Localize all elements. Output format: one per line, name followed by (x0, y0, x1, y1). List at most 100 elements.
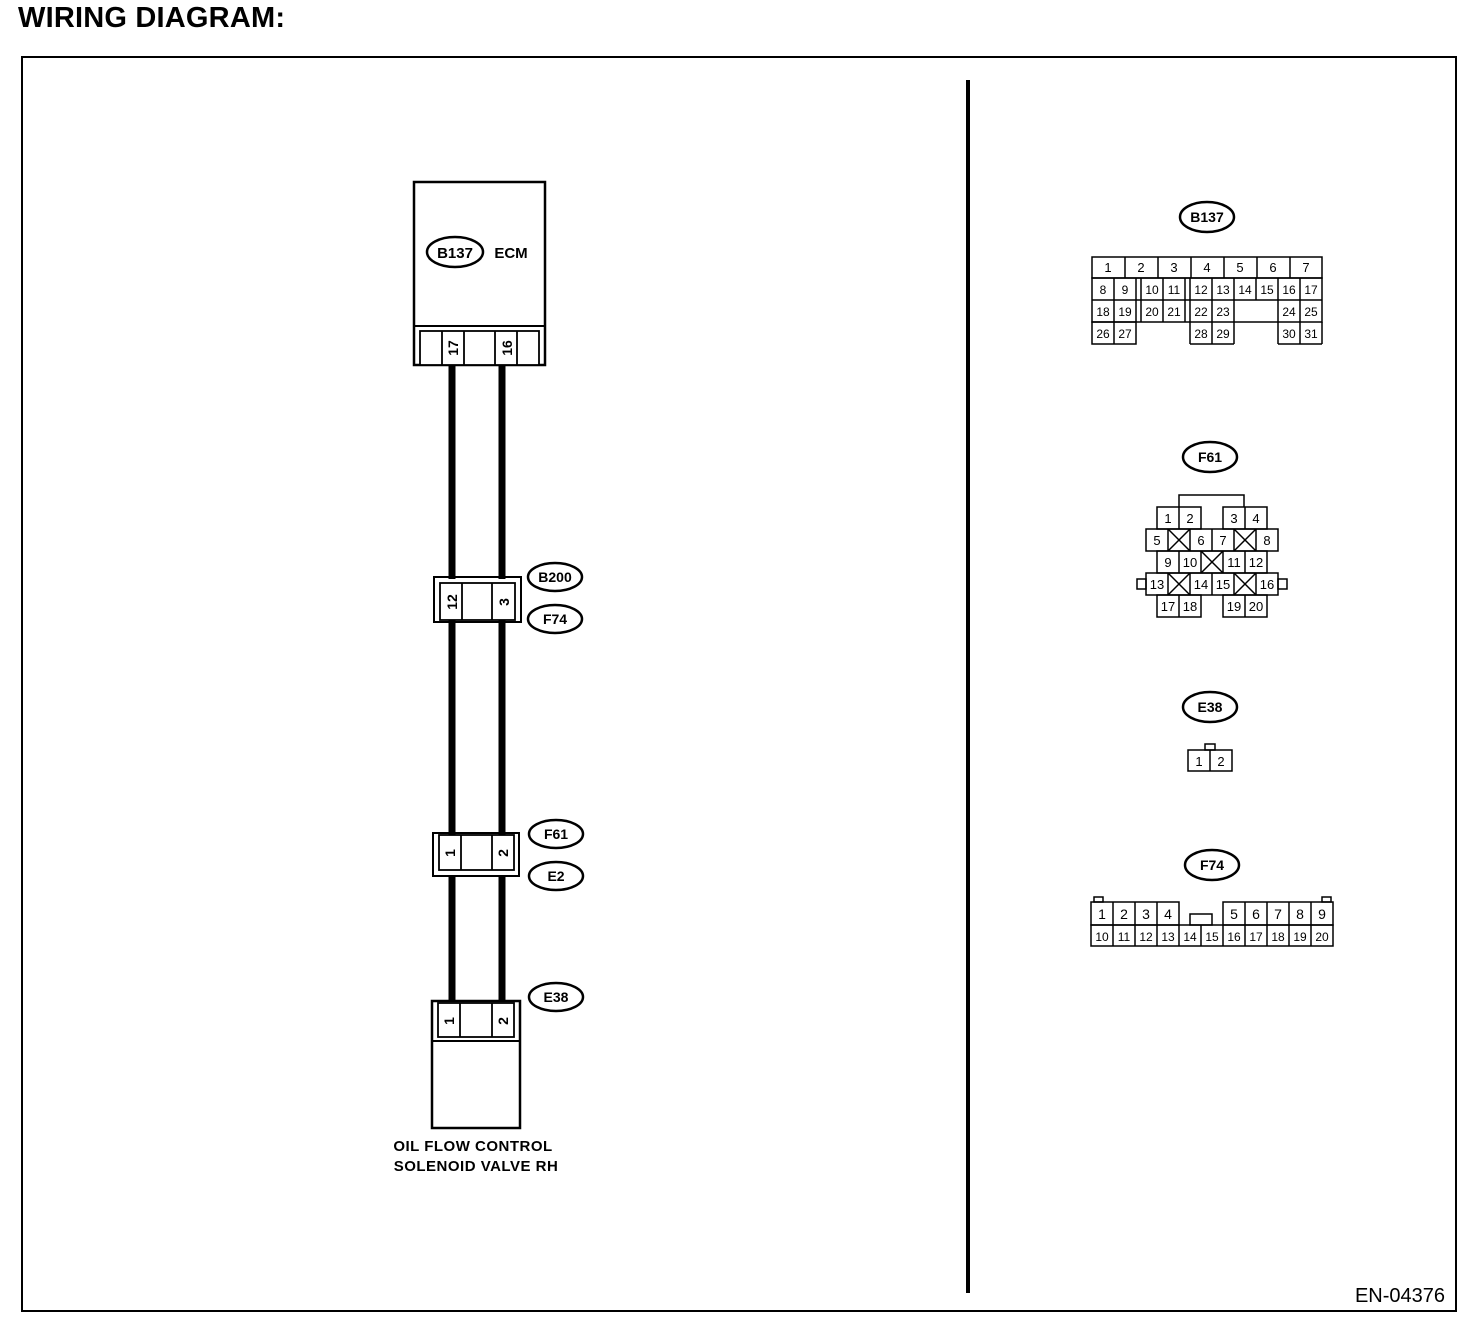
pin-label: 1 (1104, 260, 1111, 275)
connector-badge-label: E38 (1198, 699, 1223, 715)
pin-label: 6 (1197, 533, 1204, 548)
ecm-pin-label: 16 (499, 340, 515, 356)
pin-label: 22 (1194, 305, 1208, 319)
pin-label: 27 (1118, 327, 1132, 341)
pin-label: 31 (1304, 327, 1318, 341)
connector-view-f61: F61 (1136, 440, 1288, 618)
pin-label: 20 (1145, 305, 1159, 319)
junction-b200-f74: 12 3 B200 F74 (433, 561, 584, 635)
pin-label: 3 (1170, 260, 1177, 275)
pin-label: 7 (1274, 906, 1282, 922)
pin-label: 3 (1230, 511, 1237, 526)
pin-label: 11 (1118, 930, 1131, 944)
pin-label: 17 (1161, 599, 1175, 614)
connector-badge (527, 818, 585, 850)
connector-badge-label: E38 (544, 989, 569, 1005)
pin-label: 10 (1183, 555, 1197, 570)
junction-pin-label: 12 (444, 594, 460, 610)
pin-label: 29 (1216, 327, 1230, 341)
pin-label: 20 (1249, 599, 1263, 614)
solenoid-pin-label: 1 (441, 1017, 457, 1025)
diagram-frame (21, 56, 1457, 1312)
junction-f61-e2: 1 2 F61 E2 (432, 818, 585, 892)
connector-badge (527, 981, 585, 1013)
pin-label: 18 (1183, 599, 1197, 614)
figure-code: EN-04376 (1355, 1285, 1445, 1307)
ecm-unit: B137 ECM 17 16 (412, 180, 547, 367)
pin-label: 6 (1252, 906, 1260, 922)
connector-badge (1181, 690, 1239, 724)
connector-badge (1181, 440, 1239, 474)
pin-label: 4 (1203, 260, 1210, 275)
pin-label: 23 (1216, 305, 1230, 319)
connector-badge (1183, 848, 1241, 882)
solenoid-pin-label: 2 (495, 1017, 511, 1025)
pin-label: 8 (1296, 906, 1304, 922)
pin-label: 25 (1304, 305, 1318, 319)
pin-label: 9 (1164, 555, 1171, 570)
pin-label: 14 (1238, 283, 1252, 297)
solenoid-name-line2: SOLENOID VALVE RH (394, 1158, 559, 1175)
pin-label: 12 (1139, 930, 1153, 944)
pin-label: 10 (1145, 283, 1159, 297)
connector-badge (526, 603, 584, 635)
pin-label: 10 (1095, 930, 1109, 944)
pin-label: 15 (1205, 930, 1219, 944)
pin-label: 14 (1194, 577, 1208, 592)
pin-label: 26 (1096, 327, 1110, 341)
pin-label: 2 (1120, 906, 1128, 922)
pin-label: 1 (1098, 906, 1106, 922)
pin-label: 4 (1252, 511, 1259, 526)
connector-view-f74: F74 1 2 3 4 5 6 7 (1090, 848, 1334, 947)
pin-label: 7 (1219, 533, 1226, 548)
pin-label: 30 (1282, 327, 1296, 341)
pin-label: 4 (1164, 906, 1172, 922)
pin-label: 3 (1142, 906, 1150, 922)
pin-label: 7 (1302, 260, 1309, 275)
pin-label: 16 (1227, 930, 1241, 944)
connector-badge (526, 561, 584, 593)
pin-label: 5 (1153, 533, 1160, 548)
pin-label: 19 (1227, 599, 1241, 614)
pin-label: 8 (1263, 533, 1270, 548)
solenoid-name-line1: OIL FLOW CONTROL (393, 1138, 552, 1155)
pin-label: 11 (1227, 555, 1241, 570)
pin-label: 17 (1304, 283, 1318, 297)
connector-badge-label: F61 (544, 826, 568, 842)
pin-label: 8 (1100, 283, 1107, 297)
pin-label: 16 (1282, 283, 1296, 297)
pin-label: 28 (1194, 327, 1208, 341)
connector-badge-label: F74 (1200, 857, 1224, 873)
pin-label: 13 (1161, 930, 1175, 944)
pin-label: 17 (1249, 930, 1263, 944)
ecm-name: ECM (494, 245, 527, 262)
connector-badge (1178, 200, 1236, 234)
ecm-pin-label: 17 (445, 340, 461, 356)
pin-label: 1 (1195, 754, 1202, 769)
pin-label: 20 (1315, 930, 1329, 944)
diagram-heading: WIRING DIAGRAM: (18, 2, 286, 34)
pin-label: 2 (1137, 260, 1144, 275)
solenoid-valve: 1 2 E38 OIL FLOW CONTROL SOLENOID VALVE … (393, 981, 585, 1175)
wire-harness (448, 366, 506, 1003)
junction-pin-label: 3 (496, 598, 512, 606)
pin-label: 24 (1282, 305, 1296, 319)
connector-view-b137: B137 1 2 3 4 5 6 (1091, 200, 1323, 345)
pin-label: 18 (1271, 930, 1285, 944)
ecm-connector-badge (425, 235, 485, 269)
pin-label: 15 (1216, 577, 1230, 592)
pin-label: 2 (1217, 754, 1224, 769)
junction-pin-label: 1 (442, 849, 458, 857)
connector-badge-label: E2 (547, 868, 564, 884)
pin-label: 11 (1168, 283, 1181, 297)
pin-label: 9 (1122, 283, 1129, 297)
pin-label: 9 (1318, 906, 1326, 922)
connector-badge-label: B200 (538, 569, 572, 585)
pin-label: 18 (1096, 305, 1110, 319)
pin-label: 16 (1260, 577, 1274, 592)
pin-label: 12 (1249, 555, 1263, 570)
pin-label: 2 (1186, 511, 1193, 526)
connector-badge-label: F61 (1198, 449, 1222, 465)
pin-label: 5 (1230, 906, 1238, 922)
